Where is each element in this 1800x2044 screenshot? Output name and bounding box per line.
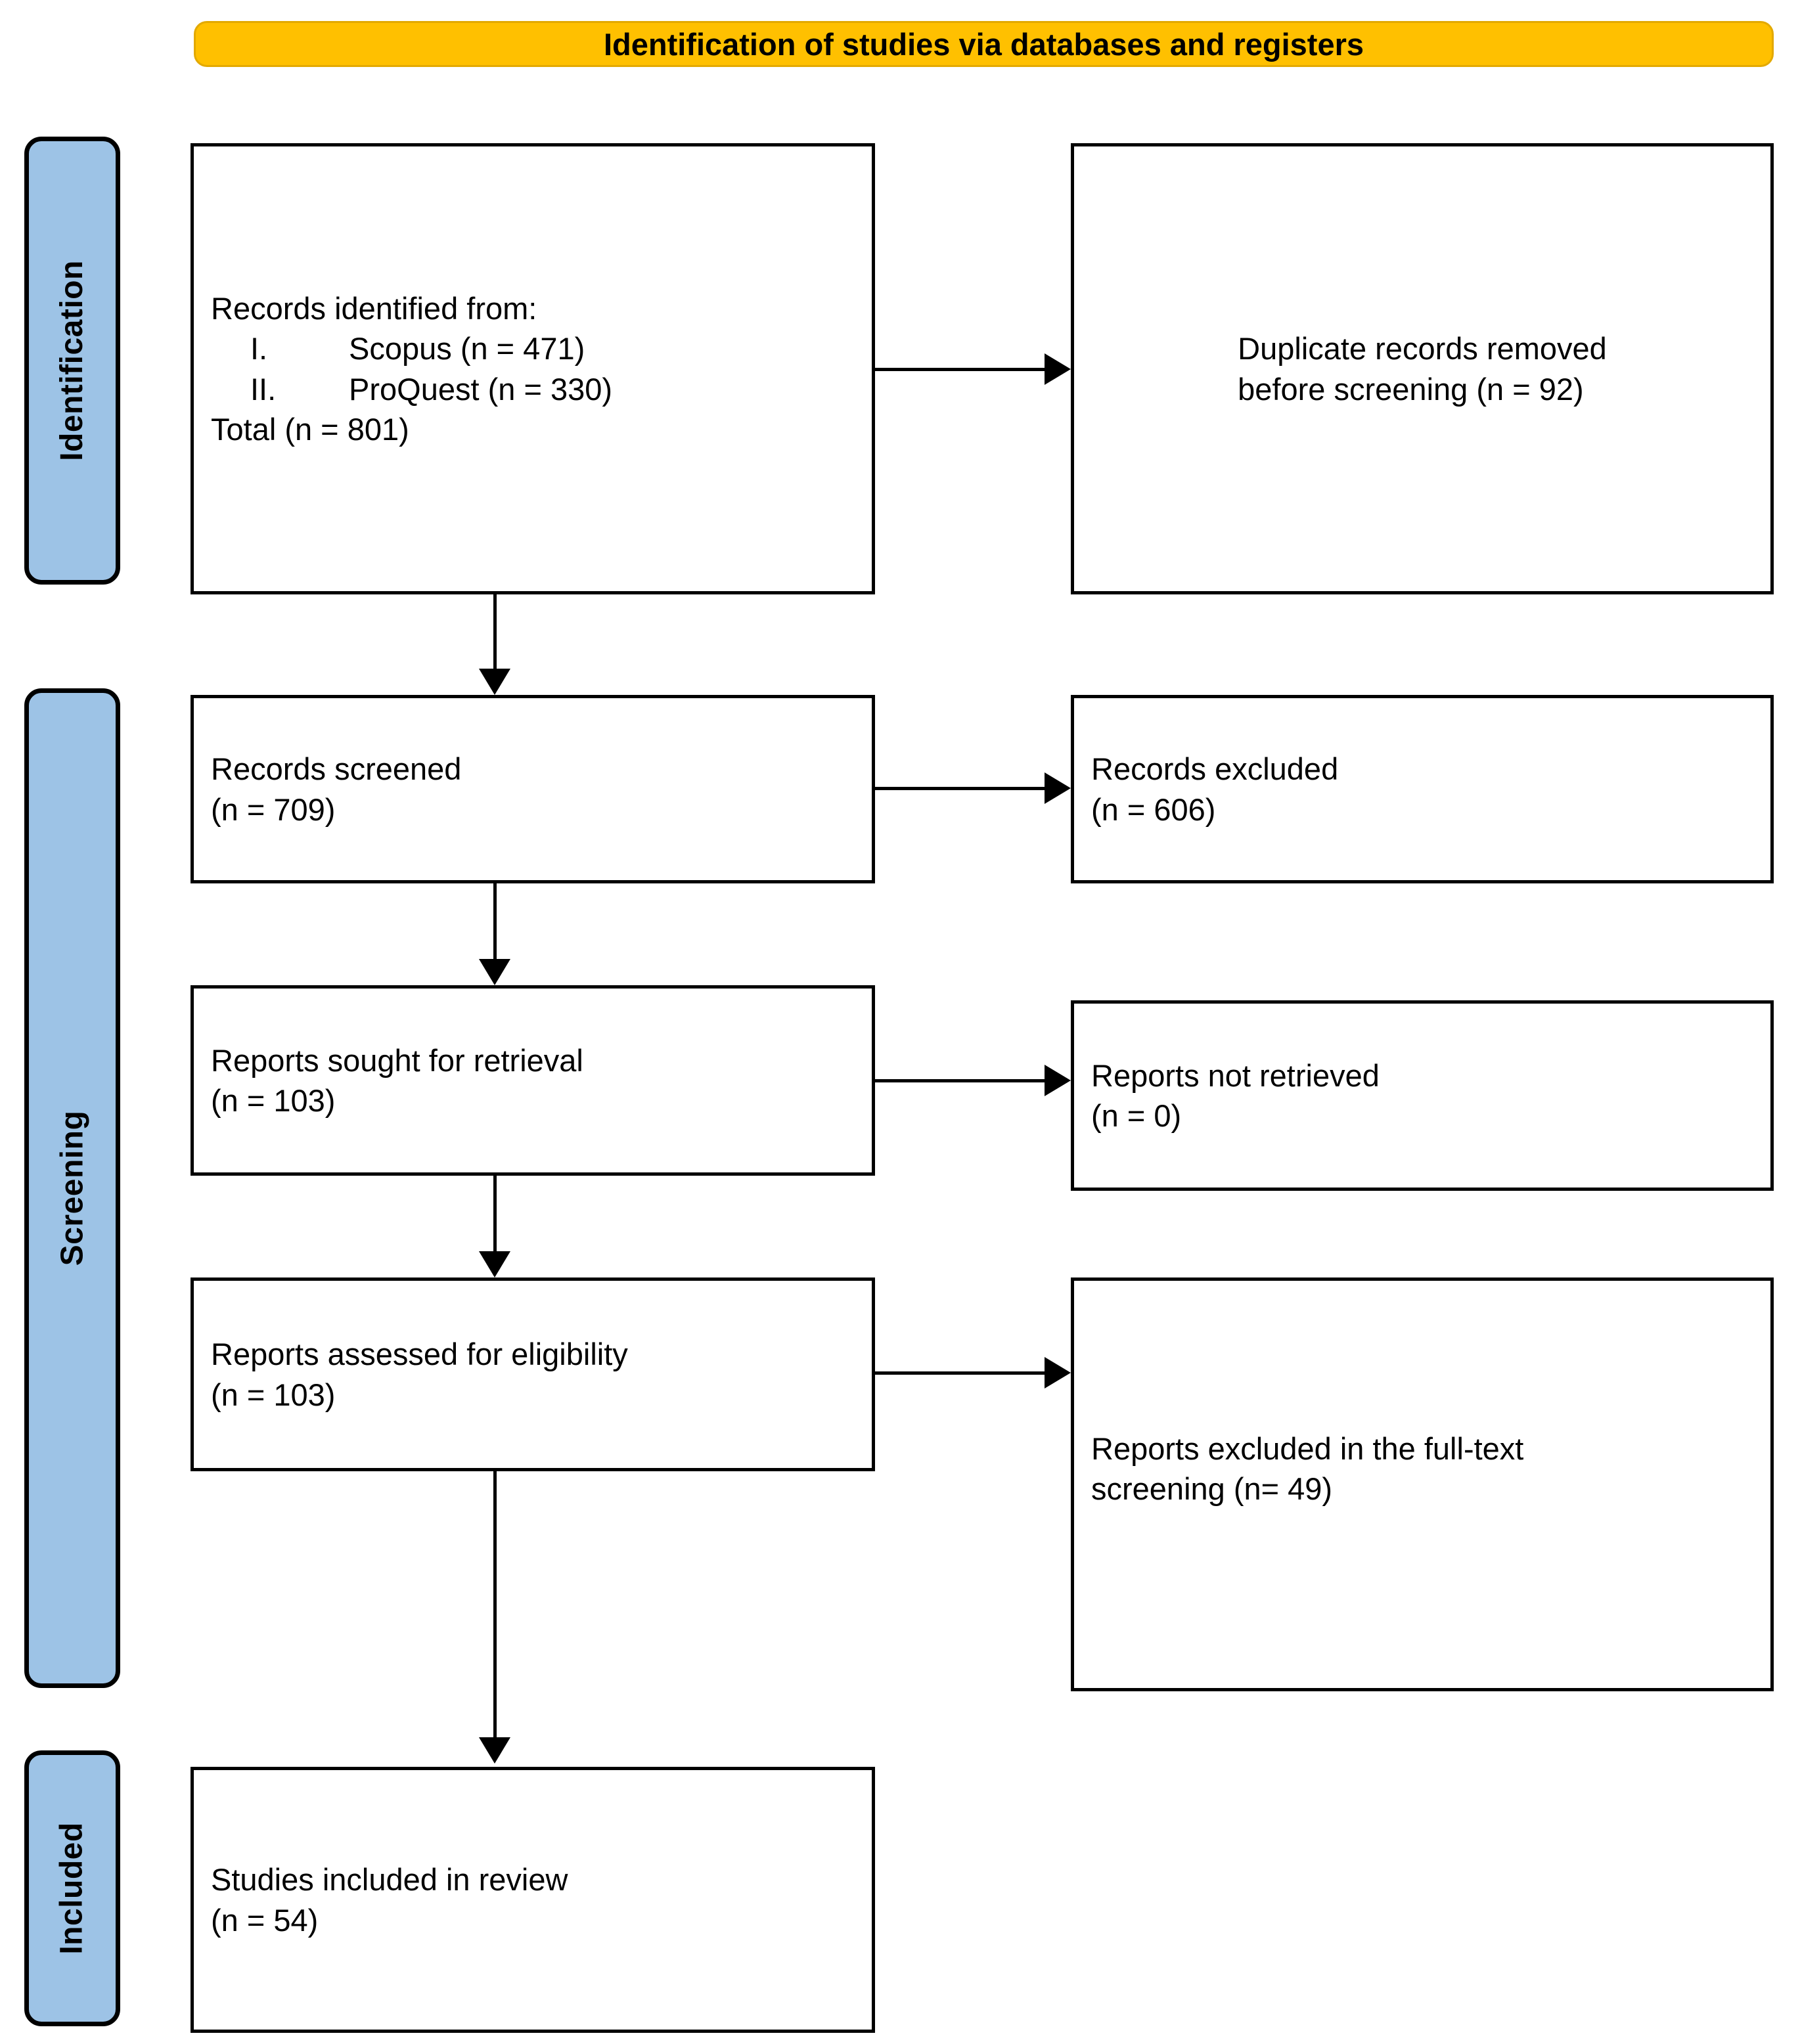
reports-assessed-line-2: (n = 103) [211,1377,336,1412]
records-identified-source-1-text: Scopus (n = 471) [349,331,585,367]
box-reports-not-retrieved: Reports not retrieved (n = 0) [1071,1000,1774,1191]
box-records-screened: Records screened (n = 709) [191,695,875,883]
records-screened-line-2: (n = 709) [211,791,336,827]
box-records-excluded: Records excluded (n = 606) [1071,695,1774,883]
box-records-identified: Records identified from: I. Scopus (n = 4… [191,143,875,594]
reports-not-retrieved-line-2: (n = 0) [1091,1098,1182,1133]
records-excluded-line-1: Records excluded [1091,751,1339,787]
arrow-assessed-to-fulltext-excluded-line [875,1371,1045,1375]
records-identified-source-2-numeral: II. [250,371,277,407]
arrow-screened-to-excluded-head-icon [1045,772,1071,804]
records-identified-source-2: II. ProQuest (n = 330) [211,369,855,409]
stage-label-included-text: Included [55,1822,89,1955]
arrow-sought-to-assessed-head-icon [479,1251,510,1278]
records-identified-total: Total (n = 801) [211,411,409,447]
records-excluded-line-2: (n = 606) [1091,791,1216,827]
reports-not-retrieved-line-1: Reports not retrieved [1091,1057,1380,1093]
stage-label-identification-text: Identification [55,260,90,461]
reports-sought-line-2: (n = 103) [211,1083,336,1118]
duplicate-records-line-1: Duplicate records removed [1238,331,1607,367]
arrow-screened-to-sought-line [493,883,497,962]
arrow-assessed-to-included-line [493,1471,497,1741]
records-identified-line-1: Records identified from: [211,291,537,326]
stage-label-included: Included [24,1750,120,2026]
records-screened-line-1: Records screened [211,751,462,787]
stage-label-identification: Identification [24,137,120,585]
arrow-identified-to-duplicates-head-icon [1045,353,1071,385]
records-identified-source-1-numeral: I. [250,331,268,367]
box-reports-assessed: Reports assessed for eligibility (n = 10… [191,1278,875,1471]
box-studies-included: Studies included in review (n = 54) [191,1767,875,2033]
reports-sought-line-1: Reports sought for retrieval [211,1042,583,1078]
reports-excluded-fulltext-line-1: Reports excluded in the full-text [1091,1431,1524,1466]
arrow-screened-to-sought-head-icon [479,959,510,985]
records-identified-source-2-text: ProQuest (n = 330) [349,371,613,407]
arrow-screened-to-excluded-line [875,787,1045,790]
records-identified-source-1: I. Scopus (n = 471) [211,328,855,368]
box-reports-sought: Reports sought for retrieval (n = 103) [191,985,875,1176]
stage-label-screening: Screening [24,688,120,1688]
reports-assessed-line-1: Reports assessed for eligibility [211,1337,628,1372]
arrow-sought-to-not-retrieved-head-icon [1045,1065,1071,1096]
duplicate-records-line-2: before screening (n = 92) [1238,371,1584,407]
arrow-sought-to-assessed-line [493,1176,497,1255]
box-duplicate-records-removed: Duplicate records removed before screeni… [1071,143,1774,594]
diagram-title-banner: Identification of studies via databases … [194,21,1774,67]
arrow-assessed-to-included-head-icon [479,1737,510,1764]
arrow-sought-to-not-retrieved-line [875,1079,1045,1082]
stage-label-screening-text: Screening [55,1110,90,1266]
arrow-identified-to-screened-head-icon [479,669,510,695]
diagram-title: Identification of studies via databases … [603,26,1364,62]
reports-excluded-fulltext-line-2: screening (n= 49) [1091,1471,1333,1507]
arrow-identified-to-screened-line [493,594,497,672]
studies-included-line-1: Studies included in review [211,1862,568,1898]
arrow-identified-to-duplicates-line [875,368,1045,371]
box-reports-excluded-fulltext: Reports excluded in the full-text screen… [1071,1278,1774,1691]
studies-included-line-2: (n = 54) [211,1902,319,1938]
arrow-assessed-to-fulltext-excluded-head-icon [1045,1357,1071,1389]
